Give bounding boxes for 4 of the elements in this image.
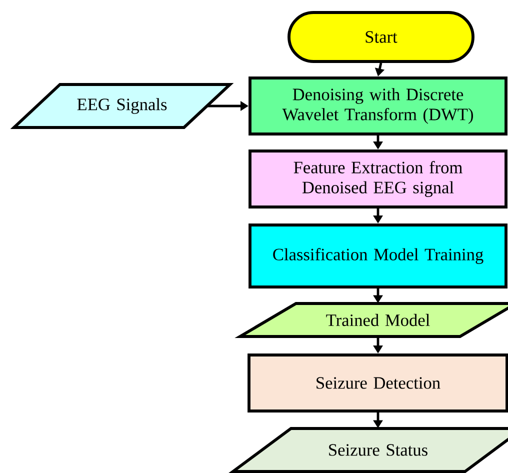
process-box: Feature Extraction from Denoised EEG signal	[248, 150, 508, 208]
process-box: Denoising with Discrete Wavelet Transform (DWT)	[248, 76, 508, 136]
process-box: Seizure Detection	[248, 354, 508, 412]
process-box: Classification Model Training	[248, 224, 508, 288]
